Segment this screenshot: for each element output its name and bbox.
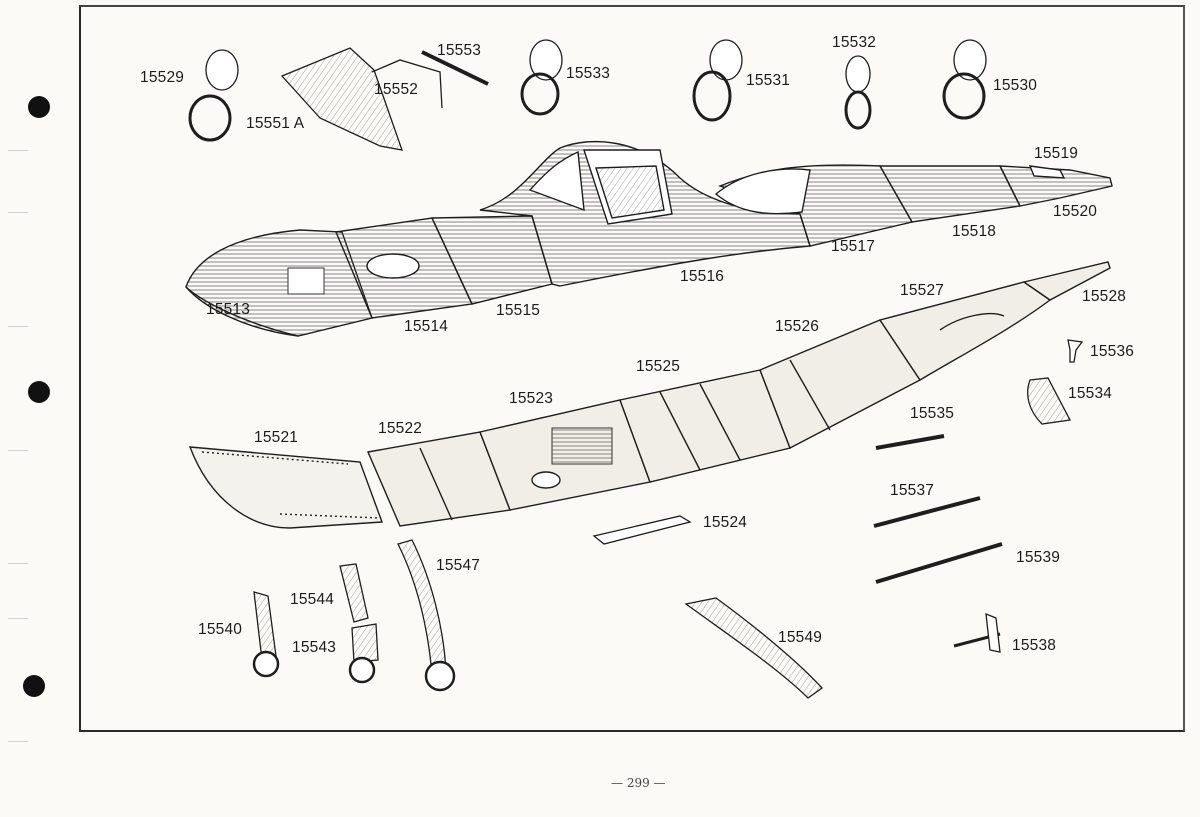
upper-fuselage-assembly (185, 140, 1113, 337)
part-label: 15551 A (246, 115, 305, 132)
part-label: 15521 (254, 429, 299, 446)
part-label: 15552 (374, 81, 419, 98)
part-label: 15543 (292, 639, 337, 656)
part-label: 15525 (636, 358, 681, 375)
part-label: 15535 (910, 405, 955, 422)
part-15540 (253, 591, 277, 661)
part-label: 15528 (1082, 288, 1127, 305)
diagram-frame (79, 5, 1185, 732)
part-15530 (953, 39, 987, 81)
part-label: 15524 (703, 514, 748, 531)
right-side-fittings (592, 339, 1084, 653)
lower-fuselage-assembly (188, 261, 1111, 529)
part-label: 15537 (890, 482, 935, 499)
part-label: 15516 (680, 268, 725, 285)
part-15536 (1067, 339, 1084, 363)
part-15549 (684, 597, 823, 699)
part-15537 (873, 496, 981, 528)
part-15533 (529, 39, 563, 81)
part-15543 (351, 623, 379, 663)
part-label: 15539 (1016, 549, 1061, 566)
part-15535 (875, 434, 945, 450)
part-label: 15529 (140, 69, 185, 86)
part-label: 15519 (1034, 145, 1079, 162)
part-15539 (875, 542, 1003, 584)
part-15532 (845, 55, 871, 93)
part-15553 (421, 50, 489, 86)
part-15544 (339, 563, 369, 623)
binder-hole-icon (28, 96, 50, 118)
part-label: 15527 (900, 282, 945, 299)
part-label: 15532 (832, 34, 877, 51)
top-fittings (188, 39, 987, 151)
margin-tick (8, 326, 28, 327)
part-label: 15517 (831, 238, 876, 255)
part-15529 (205, 49, 239, 91)
margin-tick (8, 741, 28, 742)
binder-hole-icon (23, 675, 45, 697)
part-label: 15533 (566, 65, 611, 82)
part-label: 15549 (778, 629, 823, 646)
part-15528 (1022, 261, 1111, 301)
part-label: 15544 (290, 591, 335, 608)
margin-tick (8, 450, 28, 451)
part-label: 15523 (509, 390, 554, 407)
part-label: 15540 (198, 621, 243, 638)
part-15531 (709, 39, 743, 81)
part-15534 (1027, 377, 1072, 425)
part-label: 15553 (437, 42, 482, 59)
margin-tick (8, 212, 28, 213)
part-label: 15531 (746, 72, 791, 89)
lower-fittings (252, 539, 823, 699)
page-number: — 299 — (611, 776, 666, 790)
part-15552 (371, 59, 443, 109)
part-label: 15547 (436, 557, 481, 574)
part-15551a (280, 47, 403, 151)
part-label: 15536 (1090, 343, 1135, 360)
binder-hole-icon (28, 381, 50, 403)
part-label: 15530 (993, 77, 1038, 94)
part-label: 15526 (775, 318, 820, 335)
part-15520 (998, 165, 1113, 207)
part-15521 (188, 446, 383, 529)
part-15524 (592, 515, 692, 545)
margin-tick (8, 150, 28, 151)
part-label: 15515 (496, 302, 541, 319)
part-15525 (619, 369, 791, 483)
part-label: 15534 (1068, 385, 1113, 402)
part-label: 15538 (1012, 637, 1057, 654)
margin-tick (8, 618, 28, 619)
part-label: 15522 (378, 420, 423, 437)
part-label: 15514 (404, 318, 449, 335)
part-label: 15513 (206, 301, 251, 318)
part-label: 15518 (952, 223, 997, 240)
part-label: 15520 (1053, 203, 1098, 220)
margin-tick (8, 563, 28, 564)
